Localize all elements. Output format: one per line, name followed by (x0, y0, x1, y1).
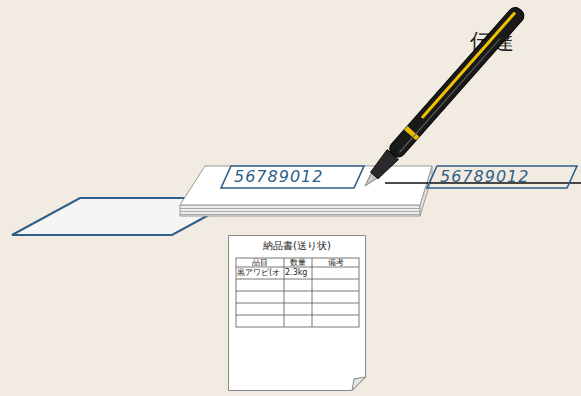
table-grid (236, 258, 359, 327)
pad-layer (180, 211, 420, 212)
table-line (312, 258, 313, 327)
table-line (236, 267, 359, 268)
pen-body (387, 5, 527, 160)
pen-highlight (399, 39, 500, 153)
table-line (284, 258, 285, 327)
page-fold (352, 377, 366, 391)
pen-nib (362, 173, 377, 189)
pen-illustration (359, 5, 527, 192)
pad-top (180, 166, 432, 205)
table-header: 数量 (284, 258, 312, 267)
number-tag: 56789012 (220, 165, 365, 189)
table-line (236, 315, 359, 316)
table-border (236, 258, 359, 327)
document-title: 納品書(送り状) (228, 235, 366, 253)
pad-layer (180, 214, 420, 215)
pad-layer (180, 208, 420, 209)
tag-number: 56789012 (220, 165, 365, 189)
table-line (236, 291, 359, 292)
pad-edge (180, 205, 420, 216)
table-line (236, 279, 359, 280)
table-line (236, 303, 359, 304)
pen-band (404, 126, 419, 140)
table-cell: 黒アワビ(オ (237, 268, 285, 277)
node-outline (221, 166, 364, 188)
pen-stripe (423, 14, 514, 117)
node-outline (229, 236, 366, 391)
table-cell: 2.3kg (285, 268, 313, 277)
caption-text: 伝達 (470, 30, 530, 53)
table-header: 品目 (236, 258, 284, 267)
tag-number: 56789012 (426, 165, 578, 189)
table-header: 備考 (312, 258, 359, 267)
node-outline (427, 166, 577, 188)
number-tag: 56789012 (426, 165, 578, 189)
pen-grip (369, 150, 399, 181)
